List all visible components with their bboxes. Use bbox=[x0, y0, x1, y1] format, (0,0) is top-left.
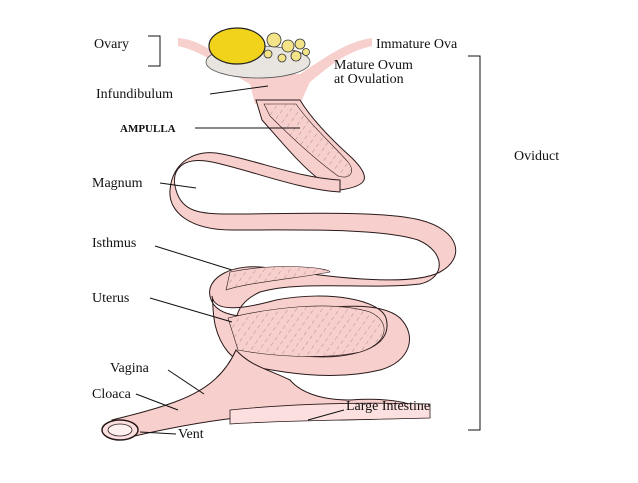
label-large-intestine: Large Intestine bbox=[346, 399, 430, 414]
uterus-lumen bbox=[227, 305, 385, 357]
label-magnum: Magnum bbox=[92, 176, 143, 191]
isthmus-leader bbox=[154, 245, 233, 271]
uterus-leader bbox=[149, 297, 233, 323]
label-infundibulum: Infundibulum bbox=[96, 87, 173, 102]
oviduct-tube bbox=[111, 38, 457, 441]
large-intestine-leader bbox=[307, 409, 345, 421]
label-vagina: Vagina bbox=[110, 361, 150, 376]
label-cloaca: Cloaca bbox=[92, 387, 132, 402]
label-immature-ova: Immature Ova bbox=[376, 37, 458, 52]
vent-opening bbox=[101, 419, 139, 441]
label-vent: Vent bbox=[178, 427, 204, 442]
label-isthmus: Isthmus bbox=[92, 236, 136, 251]
vent-leader bbox=[139, 431, 177, 435]
magnum-leader bbox=[159, 182, 197, 189]
label-oviduct: Oviduct bbox=[514, 149, 559, 164]
label-uterus: Uterus bbox=[92, 291, 129, 306]
ampulla-lumen bbox=[263, 103, 352, 178]
label-mature-ovum-2: at Ovulation bbox=[334, 72, 404, 87]
label-mature-ovum-1: Mature Ovum bbox=[334, 58, 413, 73]
infundibulum-leader bbox=[209, 85, 269, 95]
vagina-leader bbox=[167, 369, 205, 395]
labels: Ovary Immature Ova Mature Ovum at Ovulat… bbox=[92, 37, 559, 442]
ovary-bracket bbox=[148, 35, 161, 67]
oviduct-bracket bbox=[468, 55, 481, 431]
leader-lines bbox=[135, 35, 481, 435]
ovary-ova-cluster bbox=[205, 27, 311, 79]
label-ovary: Ovary bbox=[94, 37, 129, 52]
cloaca-leader bbox=[135, 393, 179, 411]
label-ampulla: AMPULLA bbox=[120, 123, 176, 135]
mature-ovum bbox=[208, 27, 266, 65]
isthmus-lumen bbox=[225, 266, 331, 291]
infundibulum-funnel bbox=[178, 38, 372, 104]
